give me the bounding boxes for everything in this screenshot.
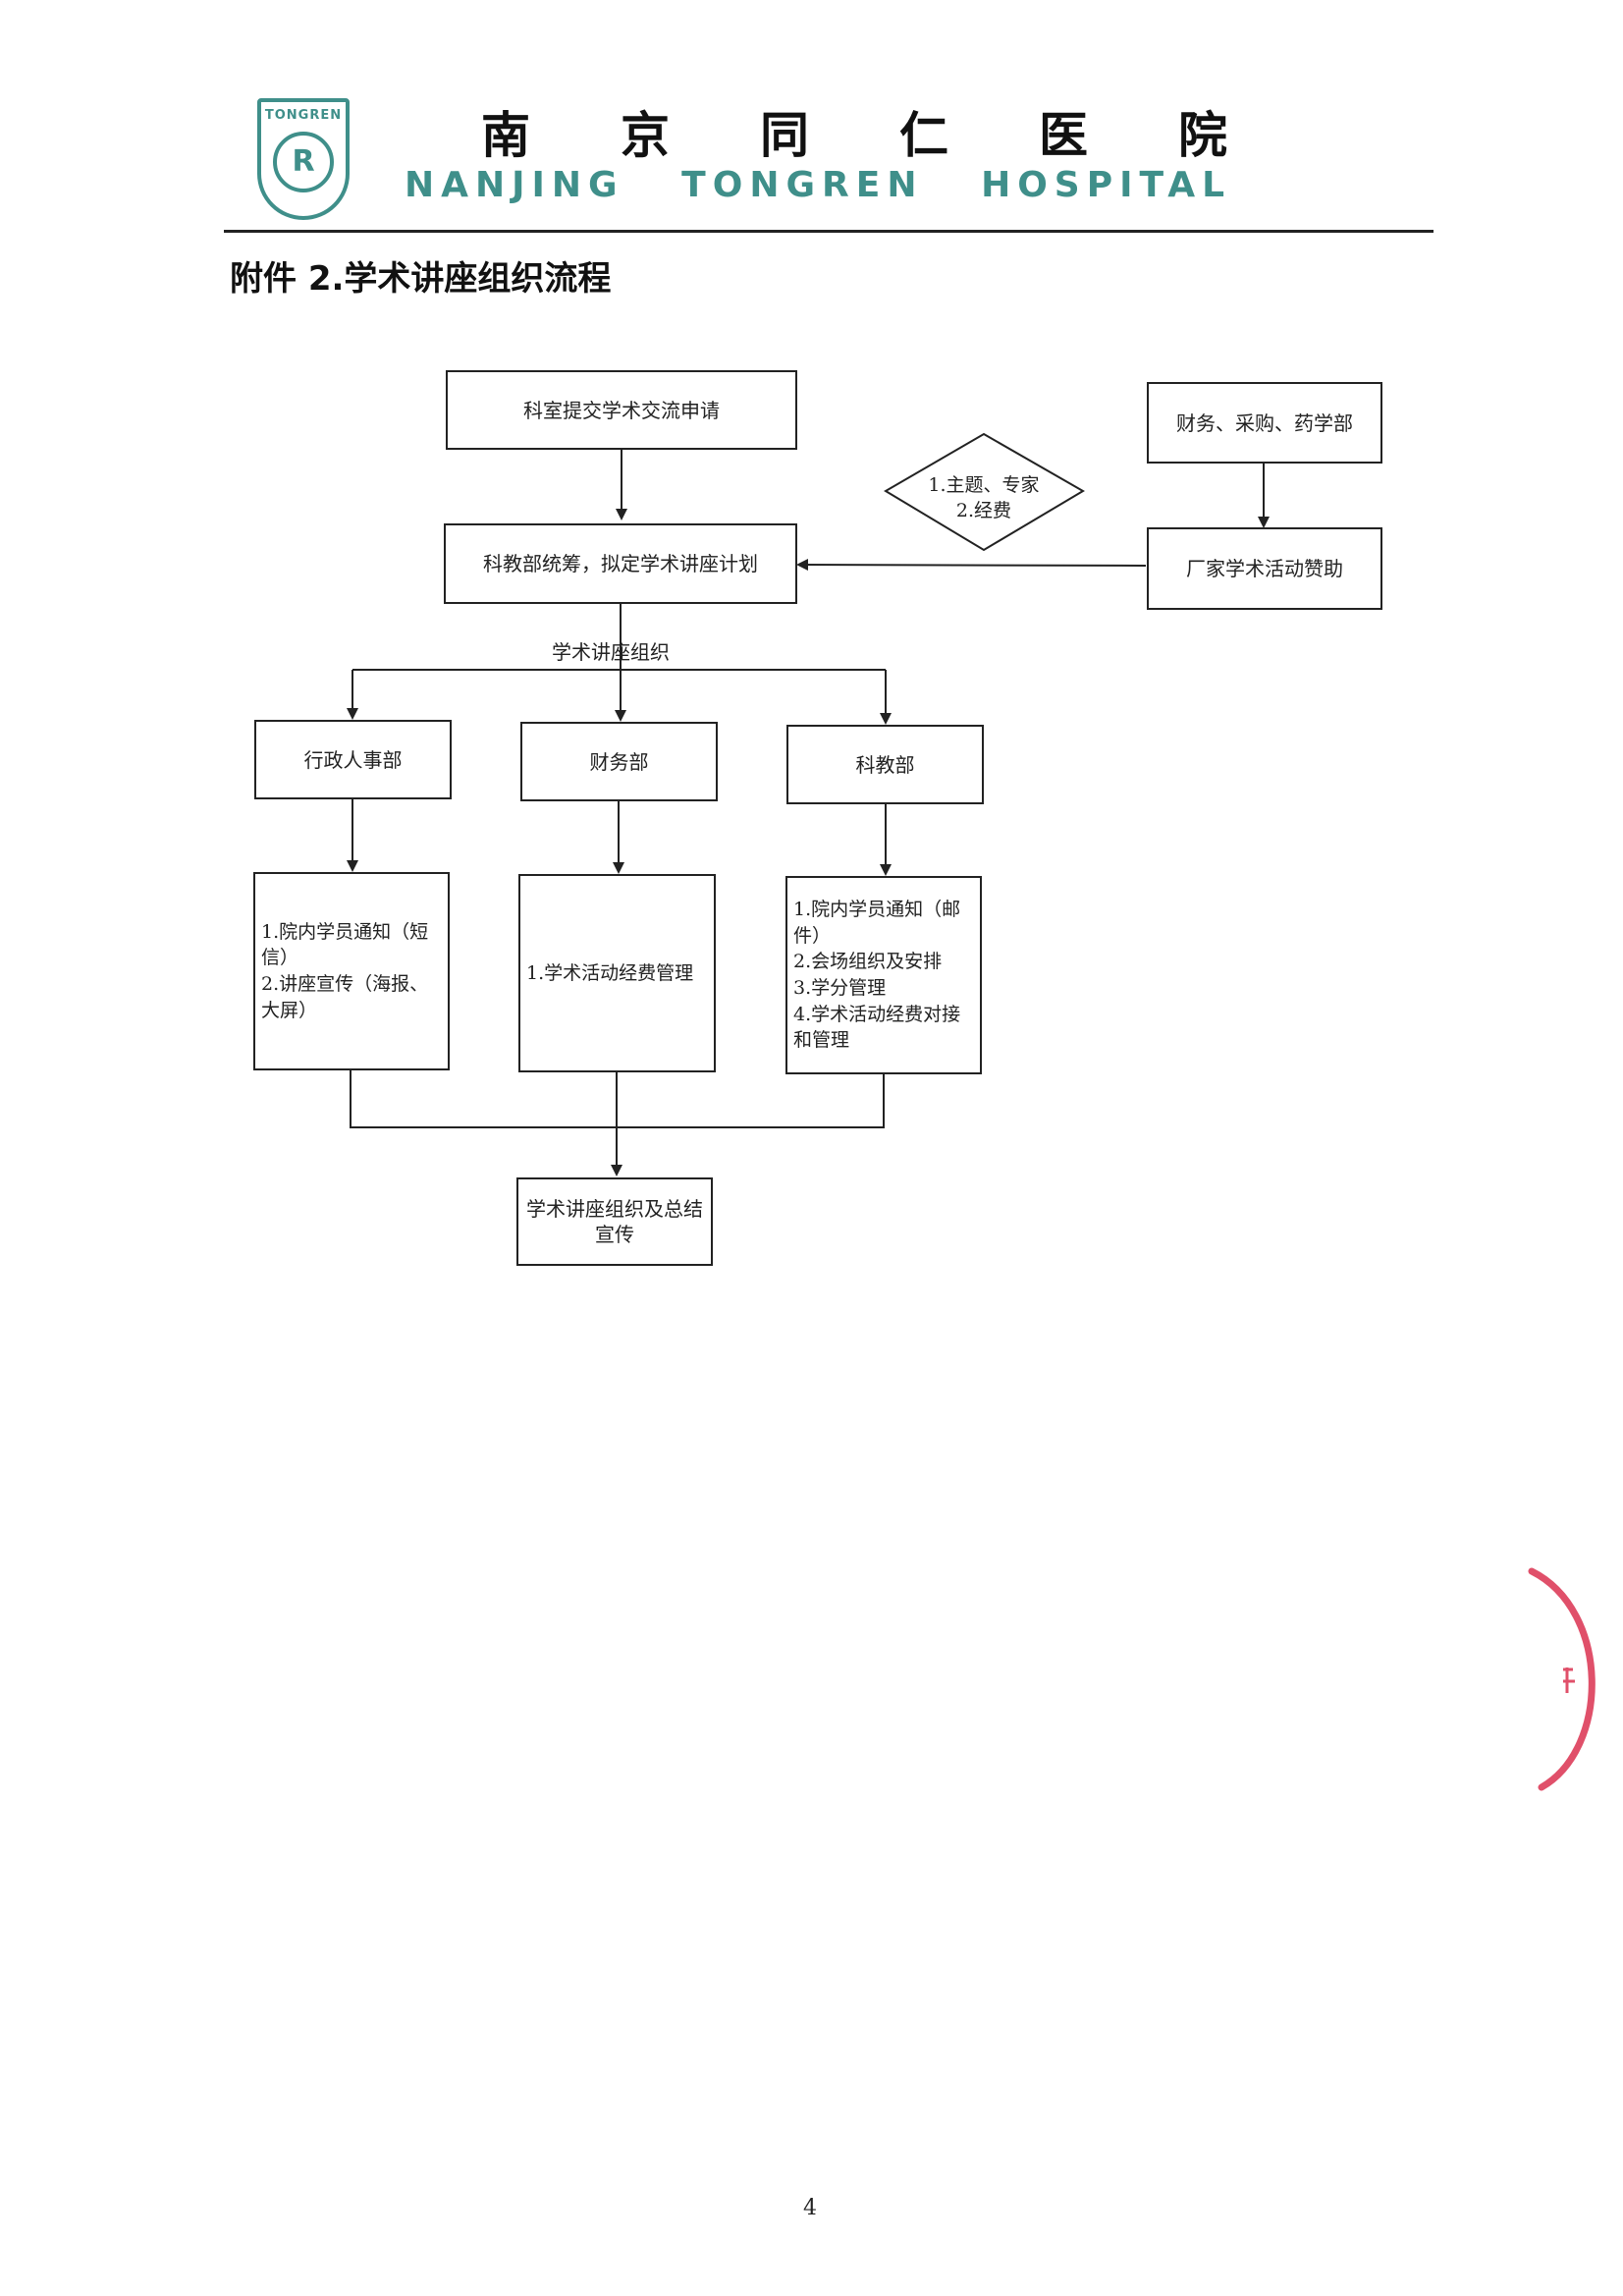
hospital-char: 京	[621, 106, 670, 164]
task-item: 1.院内学员通知（短信）	[261, 920, 429, 969]
hospital-name-english: NANJING TONGREN HOSPITAL	[405, 165, 1232, 205]
arrow-sponsorship-to-plan	[796, 559, 1147, 572]
sponsorship-box: 厂家学术活动赞助	[1147, 527, 1382, 610]
finance-dept-label: 财务部	[589, 749, 649, 774]
admin-tasks-list: 1.院内学员通知（短信） 2.讲座宣传（海报、大屏）	[261, 919, 442, 1023]
summary-label: 学术讲座组织及总结宣传	[526, 1197, 703, 1246]
review-criterion: 2.经费	[955, 499, 1012, 521]
branch-label: 学术讲座组织	[552, 640, 670, 664]
logo-mark: R	[273, 132, 334, 192]
hospital-char: 医	[1039, 106, 1088, 164]
task-item: 3.学分管理	[793, 977, 887, 999]
red-seal-stamp	[1528, 1567, 1596, 1791]
edu-dept-label: 科教部	[855, 752, 915, 777]
task-item: 1.学术活动经费管理	[526, 961, 694, 984]
finance-dept-box: 财务部	[520, 722, 718, 801]
finance-tasks-list: 1.学术活动经费管理	[526, 960, 693, 987]
plan-box: 科教部统筹，拟定学术讲座计划	[444, 523, 797, 604]
document-title: 附件 2.学术讲座组织流程	[230, 259, 612, 299]
edu-tasks-box: 1.院内学员通知（邮件） 2.会场组织及安排 3.学分管理 4.学术活动经费对接…	[785, 876, 982, 1074]
hospital-name-chinese: 南 京 同 仁 医 院	[481, 96, 1227, 167]
submit-request-label: 科室提交学术交流申请	[523, 398, 720, 422]
task-item: 1.院内学员通知（邮件）	[793, 899, 961, 947]
submit-request-box: 科室提交学术交流申请	[446, 370, 797, 450]
summary-box: 学术讲座组织及总结宣传	[516, 1177, 713, 1266]
admin-hr-dept-label: 行政人事部	[303, 747, 403, 772]
finance-tasks-box: 1.学术活动经费管理	[518, 874, 716, 1072]
hospital-logo: TONGREN R	[257, 98, 350, 220]
admin-tasks-box: 1.院内学员通知（短信） 2.讲座宣传（海报、大屏）	[253, 872, 450, 1070]
header-divider	[224, 230, 1434, 233]
page-number: 4	[803, 2196, 817, 2220]
hospital-char: 南	[481, 106, 530, 164]
plan-label: 科教部统筹，拟定学术讲座计划	[483, 552, 758, 575]
finance-procurement-label: 财务、采购、药学部	[1176, 410, 1353, 435]
hospital-char: 同	[760, 106, 809, 164]
review-diamond	[884, 432, 1085, 552]
task-item: 2.会场组织及安排	[793, 951, 943, 973]
review-criteria: 1.主题、专家 2.经费	[886, 473, 1082, 523]
admin-hr-dept-box: 行政人事部	[254, 720, 452, 799]
edu-dept-box: 科教部	[786, 725, 984, 804]
sponsorship-label: 厂家学术活动赞助	[1186, 557, 1343, 580]
hospital-char: 院	[1178, 106, 1227, 164]
review-criterion: 1.主题、专家	[928, 474, 1040, 496]
hospital-char: 仁	[899, 106, 948, 164]
edu-tasks-list: 1.院内学员通知（邮件） 2.会场组织及安排 3.学分管理 4.学术活动经费对接…	[793, 897, 974, 1054]
logo-text: TONGREN	[264, 108, 343, 123]
task-item: 2.讲座宣传（海报、大屏）	[261, 973, 429, 1021]
finance-procurement-box: 财务、采购、药学部	[1147, 382, 1382, 464]
task-item: 4.学术活动经费对接和管理	[793, 1003, 961, 1052]
